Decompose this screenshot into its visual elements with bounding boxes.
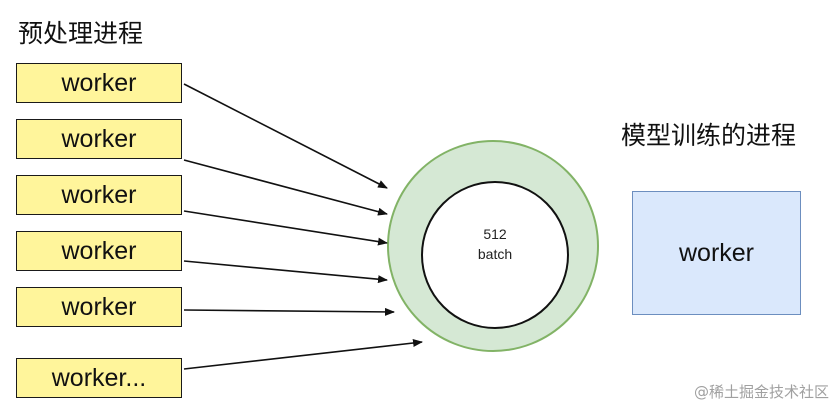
batch-circle bbox=[421, 181, 569, 329]
batch-word-label: batch bbox=[477, 246, 513, 262]
arrow-worker-2 bbox=[183, 159, 388, 216]
arrow-worker-more bbox=[183, 339, 423, 370]
watermark: @稀土掘金技术社区 bbox=[693, 383, 829, 401]
preprocess-worker-1: worker bbox=[16, 63, 182, 103]
arrow-worker-1 bbox=[183, 83, 388, 189]
arrow-worker-3 bbox=[183, 210, 388, 246]
preprocess-worker-2: worker bbox=[16, 119, 182, 159]
batch-size-label: 512 bbox=[483, 226, 507, 242]
arrow-worker-4 bbox=[183, 260, 388, 284]
training-process-title: 模型训练的进程 bbox=[621, 121, 797, 150]
preprocess-title: 预处理进程 bbox=[18, 19, 144, 48]
preprocess-worker-5: worker bbox=[16, 287, 182, 327]
preprocess-worker-3: worker bbox=[16, 175, 182, 215]
preprocess-worker-more: worker... bbox=[16, 358, 182, 398]
preprocess-worker-4: worker bbox=[16, 231, 182, 271]
arrow-worker-5 bbox=[183, 307, 395, 316]
training-worker: worker bbox=[632, 191, 801, 315]
